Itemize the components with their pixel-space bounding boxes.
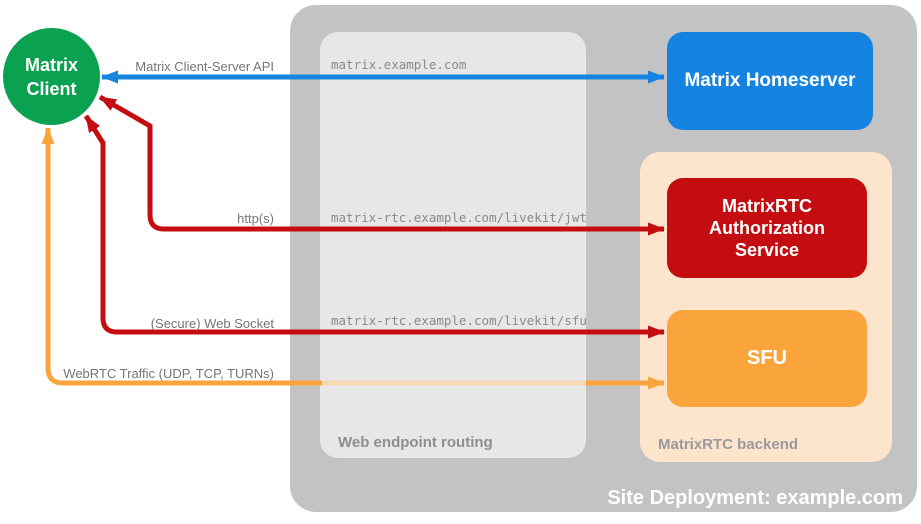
web-endpoint-routing-container <box>320 32 586 458</box>
client-server-api-arrow-label: Matrix Client-Server API <box>135 59 274 74</box>
endpoint-livekit-sfu-url: matrix-rtc.example.com/livekit/sfu <box>331 313 587 328</box>
matrix-client-node: Matrix Client <box>3 28 100 125</box>
matrix-homeserver-label: Matrix Homeserver <box>684 70 856 91</box>
web-endpoint-routing-label: Web endpoint routing <box>338 434 493 451</box>
matrixrtc-authorization-service-label: MatrixRTC Authorization Service <box>709 196 825 260</box>
matrix-client-label-line2: Client <box>26 78 77 99</box>
site-deployment-label: Site Deployment: example.com <box>607 487 903 509</box>
https-arrow-label: http(s) <box>237 211 274 226</box>
matrix-homeserver-node: Matrix Homeserver <box>667 32 873 130</box>
matrix-client-label-line1: Matrix <box>24 54 78 75</box>
matrixrtc-backend-label: MatrixRTC backend <box>658 436 799 453</box>
websocket-arrow-label: (Secure) Web Socket <box>150 316 274 331</box>
arrow-webrtc-traffic-left <box>41 127 322 386</box>
endpoint-matrix-url: matrix.example.com <box>331 57 467 72</box>
webrtc-traffic-arrow-label: WebRTC Traffic (UDP, TCP, TURNs) <box>63 366 274 381</box>
sfu-node: SFU <box>667 310 867 407</box>
sfu-label: SFU <box>747 347 787 369</box>
endpoint-livekit-jwt-url: matrix-rtc.example.com/livekit/jwt <box>331 210 587 225</box>
matrixrtc-authorization-service-node: MatrixRTC Authorization Service <box>667 178 867 278</box>
